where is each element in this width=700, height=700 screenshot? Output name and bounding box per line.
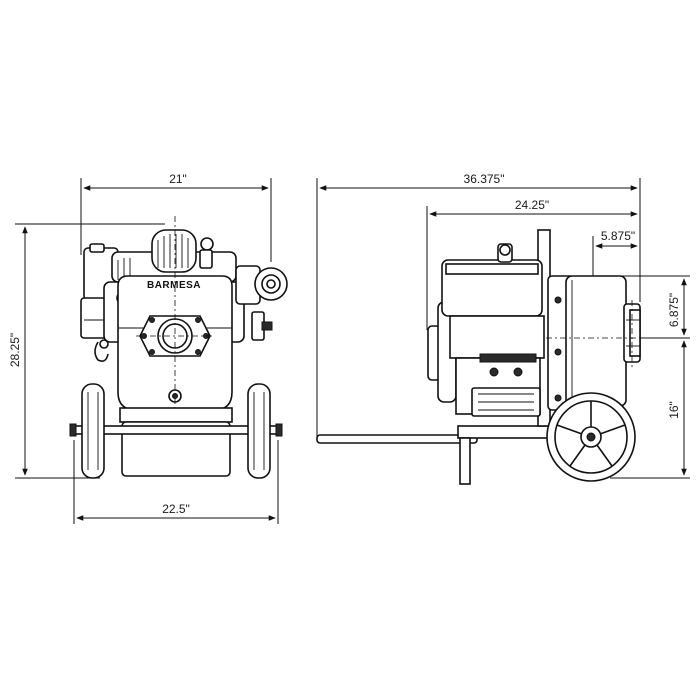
side-pump-casing: [547, 275, 627, 411]
side-engine: [427, 243, 545, 417]
right-wheel: [247, 383, 271, 479]
muffler: [235, 265, 288, 341]
front-view: 21" 28.25" 22.5": [8, 172, 288, 524]
axle: [69, 423, 283, 437]
dimension-front-height: 28.25": [8, 223, 165, 479]
left-wheel: [81, 383, 105, 479]
dimension-label-front-width-top: 21": [169, 172, 187, 186]
dimension-label-front-width-bottom: 22.5": [162, 502, 190, 516]
lifting-hook: [94, 339, 109, 362]
dimension-label-side-length: 24.25": [515, 198, 549, 212]
dimension-label-discharge-height: 6.875": [667, 293, 681, 327]
brand-label: BARMESA: [147, 280, 201, 291]
dimension-label-discharge-offset: 5.875": [601, 229, 635, 243]
base-frame: [119, 407, 233, 477]
handle-bar: [316, 434, 478, 444]
dimension-label-front-height: 28.25": [8, 333, 22, 367]
dimension-front-width-top: 21": [80, 172, 272, 262]
dimension-axle-height: 16": [610, 340, 690, 479]
dimension-front-width-bottom: 22.5": [73, 440, 279, 524]
side-view: 36.375" 24.25" 5.875" 6.875" 16": [316, 172, 690, 485]
dimension-label-side-total-length: 36.375": [464, 172, 505, 186]
cylinder-head: [151, 229, 214, 273]
side-wheel: [546, 392, 636, 482]
dimension-side-length: 24.25": [426, 198, 638, 330]
dimension-label-axle-height: 16": [667, 401, 681, 419]
dimension-side-total-length: 36.375": [316, 172, 641, 440]
